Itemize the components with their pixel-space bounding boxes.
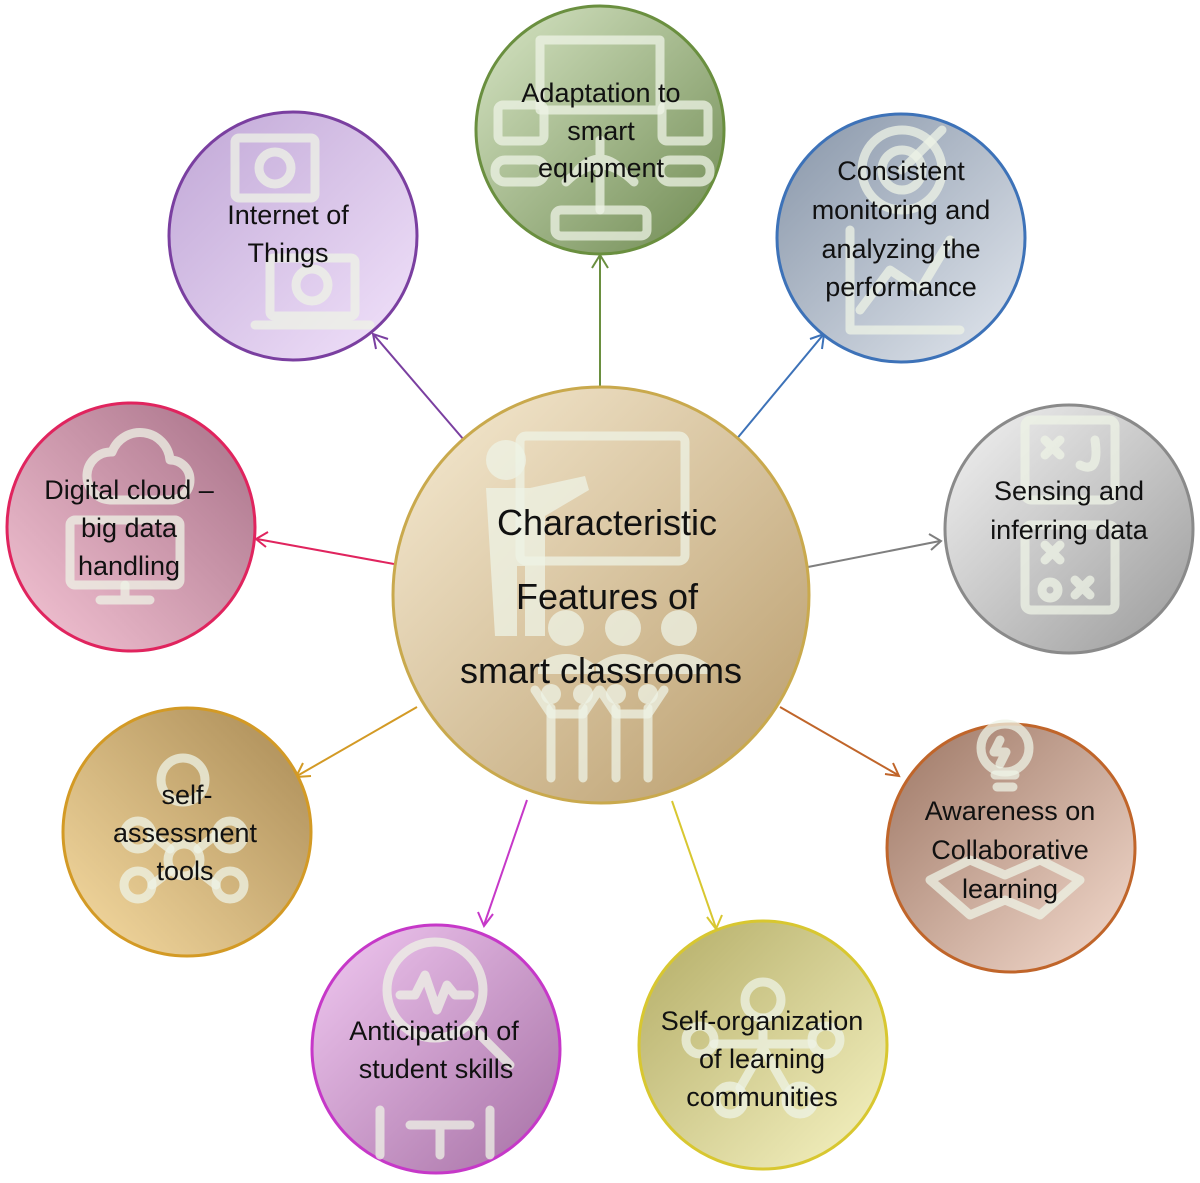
robot-equipment-icon <box>490 35 715 241</box>
node-monitoring: Consistent monitoring and analyzing the … <box>775 112 1027 364</box>
connectors <box>254 253 943 931</box>
selfassess-label-line-2: assessment <box>113 818 258 848</box>
iot-label-line-2: Things <box>247 238 328 268</box>
arrowhead-iot <box>371 332 389 350</box>
selforg-label-line-1: Self-organization <box>661 1006 864 1036</box>
node-sensing: Sensing and inferring data <box>943 403 1195 655</box>
monitoring-label-line-2: monitoring and <box>812 195 991 225</box>
selforg-label-line-3: communities <box>686 1082 838 1112</box>
anticipation-label-line-1: Anticipation of <box>349 1016 519 1046</box>
sensing-label-line-1: Sensing and <box>994 476 1144 506</box>
awareness-label-line-2: Collaborative <box>931 835 1089 865</box>
center-label-line-2: Features of <box>516 576 699 617</box>
connector-awareness <box>779 706 899 776</box>
connector-sensing <box>807 540 941 568</box>
connector-selforg <box>671 800 717 929</box>
iot-label-line-1: Internet of <box>227 200 349 230</box>
community-network-icon <box>681 977 845 1119</box>
awareness-label-line-1: Awareness on <box>925 796 1096 826</box>
adaptation-label-line-2: smart <box>567 116 635 146</box>
strategy-board-icon <box>1020 415 1120 615</box>
cloud-computer-icon <box>65 428 195 605</box>
connector-cloud <box>256 538 395 565</box>
center-label-line-1: Characteristic <box>497 502 717 543</box>
connector-selfassess <box>296 706 418 777</box>
sensing-label-line-2: inferring data <box>990 515 1149 545</box>
node-selforg: Self-organization of learning communitie… <box>637 919 889 1171</box>
connector-iot <box>373 334 465 441</box>
node-selfassess: self- assessment tools <box>61 706 313 958</box>
globe-laptop-icon <box>230 133 375 330</box>
connector-anticipation <box>483 799 528 926</box>
monitoring-label-line-4: performance <box>825 272 977 302</box>
lightbulb-handshake-icon <box>925 719 1085 920</box>
node-cloud: Digital cloud – big data handling <box>5 401 257 653</box>
anticipation-label-line-2: student skills <box>359 1054 514 1084</box>
connector-monitoring <box>734 334 824 442</box>
center-node: Characteristic Features of smart classro… <box>391 385 811 805</box>
selfassess-label-line-3: tools <box>156 856 213 886</box>
monitoring-label-line-1: Consistent <box>837 156 965 186</box>
arrowhead-sensing <box>928 533 943 551</box>
magnifier-pulse-icon <box>375 937 515 1160</box>
awareness-label-line-3: learning <box>962 874 1058 904</box>
arrowhead-awareness <box>884 762 901 778</box>
node-adaptation: Adaptation to smart equipment <box>474 4 726 256</box>
node-iot: Internet of Things <box>167 110 419 362</box>
adaptation-label-line-3: equipment <box>538 153 665 183</box>
node-anticipation: Anticipation of student skills <box>310 923 562 1175</box>
monitoring-label-line-3: analyzing the <box>821 234 980 264</box>
cloud-label-line-3: handling <box>78 551 180 581</box>
target-analytics-icon <box>845 125 965 335</box>
adaptation-label-line-1: Adaptation to <box>521 78 680 108</box>
selforg-label-line-2: of learning <box>699 1044 825 1074</box>
selfassess-label-line-1: self- <box>161 780 212 810</box>
people-network-icon <box>119 753 249 904</box>
teacher-presentation-icon <box>486 431 708 783</box>
cloud-label-line-2: big data <box>81 513 178 543</box>
cloud-label-line-1: Digital cloud – <box>44 475 214 505</box>
node-awareness: Awareness on Collaborative learning <box>885 719 1137 974</box>
arrowhead-cloud <box>254 531 269 548</box>
arrowhead-anticipation <box>477 911 494 928</box>
center-label-line-3: smart classrooms <box>460 650 742 691</box>
